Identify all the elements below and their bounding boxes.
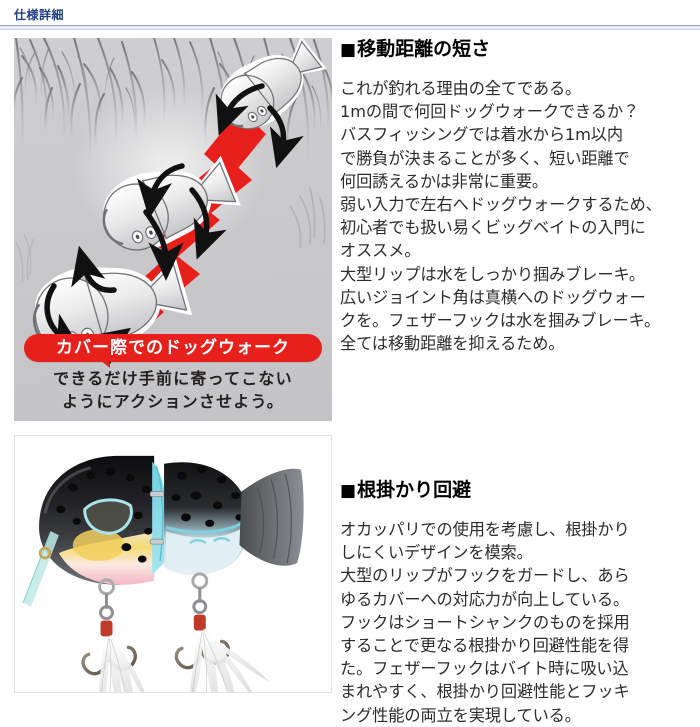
lure-product-photo [14, 435, 332, 693]
page-title: 仕様詳細 [14, 8, 65, 22]
section-1-body: ■移動距離の短さ これが釣れる理由の全てである。 1mの間で何回ドッグウォークで… [332, 38, 700, 355]
lure-tail-fin [239, 468, 304, 566]
diagram-caption: カバー際でのドッグウォーク できるだけ手前に寄ってこない ようにアクションさせよ… [14, 334, 332, 421]
section-2-text: オカッパリでの使用を考慮し、根掛かり しにくいデザインを模索。 大型のリップがフ… [340, 520, 630, 725]
section-2-heading: ■根掛かり回避 [340, 479, 696, 502]
section-1-heading: ■移動距離の短さ [340, 38, 696, 61]
feather-dressing-rear [189, 628, 270, 692]
heading-square-icon-2: ■ [340, 481, 357, 501]
treble-hook-front [81, 578, 145, 692]
section-snag-avoidance: ■根掛かり回避 オカッパリでの使用を考慮し、根掛かり しにくいデザインを模索。 … [0, 435, 700, 727]
header-spacer [0, 30, 700, 38]
diagram-caption-pill: カバー際でのドッグウォーク [24, 334, 322, 362]
treble-hook-rear [174, 572, 270, 692]
section-2-heading-text: 根掛かり回避 [357, 479, 472, 501]
section-1-text: これが釣れる理由の全てである。 1mの間で何回ドッグウォークできるか？ バスフィ… [340, 79, 662, 354]
section-2-media [14, 435, 332, 693]
section-2-body: ■根掛かり回避 オカッパリでの使用を考慮し、根掛かり しにくいデザインを模索。 … [332, 435, 700, 727]
section-1-heading-text: 移動距離の短さ [357, 38, 491, 60]
section-gap [0, 421, 700, 435]
section-movement-distance: カバー際でのドッグウォーク できるだけ手前に寄ってこない ようにアクションさせよ… [0, 38, 700, 421]
split-ring-rear [191, 572, 209, 590]
section-2-top-offset [340, 435, 696, 479]
page-header: 仕様詳細 [0, 0, 700, 30]
lure-lip [22, 531, 59, 607]
line-tie-eyelet [38, 546, 52, 560]
lure-front-body [39, 455, 155, 585]
feather-dressing-front [98, 634, 145, 692]
dog-walk-diagram: カバー際でのドッグウォーク できるだけ手前に寄ってこない ようにアクションさせよ… [14, 38, 332, 421]
section-1-media: カバー際でのドッグウォーク できるだけ手前に寄ってこない ようにアクションさせよ… [14, 38, 332, 421]
lure-rear-body [164, 462, 249, 576]
title-divider [0, 25, 700, 30]
heading-square-icon: ■ [340, 40, 357, 60]
diagram-caption-sub: できるだけ手前に寄ってこない ようにアクションさせよう。 [53, 369, 293, 411]
